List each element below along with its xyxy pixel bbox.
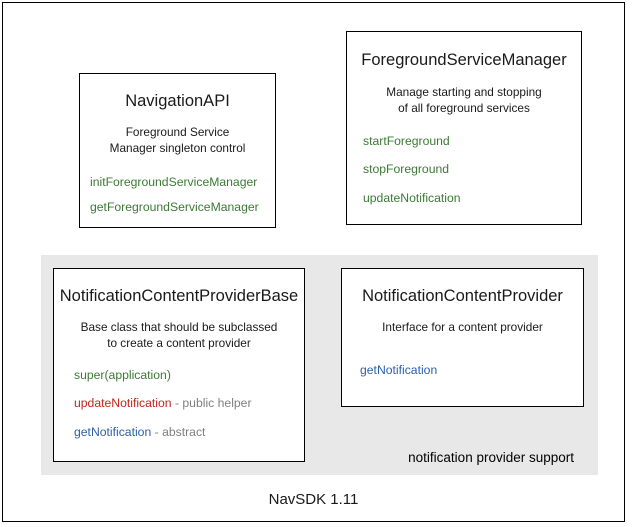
member-note: - abstract (151, 424, 206, 439)
class-box-navigation-api[interactable]: NavigationAPI Foreground Service Manager… (79, 73, 276, 228)
member-name: updateNotification (363, 190, 461, 205)
class-description-line-1: Base class that should be subclassed (80, 320, 278, 334)
member-list-notification-content-provider-base: super(application) updateNotification - … (54, 369, 304, 438)
class-title-notification-content-provider: NotificationContentProvider (362, 287, 563, 305)
class-title-navigation-api: NavigationAPI (125, 92, 230, 110)
diagram-caption: NavSDK 1.11 (268, 491, 359, 508)
member-name: getNotification (74, 424, 152, 439)
class-description-line-2: to create a content provider (107, 335, 251, 350)
member-name: getNotification (360, 362, 438, 377)
class-description-line-2: Manager singleton control (109, 140, 246, 155)
class-description-line-1: Manage starting and stopping (386, 85, 542, 99)
member-item[interactable]: getForegroundServiceManager (90, 201, 275, 213)
group-label-notification-provider-support: notification provider support (408, 450, 574, 465)
class-description-notification-content-provider-base: Base class that should be subclassed to … (54, 320, 304, 351)
class-box-foreground-service-manager[interactable]: ForegroundServiceManager Manage starting… (346, 31, 582, 225)
diagram-outer-frame: notification provider support Navigation… (2, 2, 625, 522)
class-description-line-1: Interface for a content provider (382, 320, 543, 334)
class-box-notification-content-provider[interactable]: NotificationContentProvider Interface fo… (341, 268, 584, 407)
class-description-notification-content-provider: Interface for a content provider (342, 320, 583, 336)
member-name: stopForeground (363, 162, 450, 177)
member-item[interactable]: super(application) (74, 369, 304, 381)
class-title-foreground-service-manager: ForegroundServiceManager (361, 51, 567, 69)
member-list-foreground-service-manager: startForeground stopForeground updateNot… (347, 135, 581, 204)
member-name: super(application) (74, 368, 171, 383)
member-item[interactable]: updateNotification (363, 190, 581, 205)
class-title-notification-content-provider-base: NotificationContentProviderBase (59, 287, 299, 305)
member-note: - public helper (171, 396, 252, 411)
class-box-notification-content-provider-base[interactable]: NotificationContentProviderBase Base cla… (53, 268, 305, 462)
class-description-navigation-api: Foreground Service Manager singleton con… (80, 125, 275, 156)
member-item[interactable]: getNotification (360, 362, 583, 377)
member-name: startForeground (363, 134, 450, 149)
member-name: updateNotification (74, 396, 172, 411)
member-name: getForegroundServiceManager (90, 200, 259, 215)
member-item[interactable]: initForegroundServiceManager (90, 176, 275, 188)
member-list-notification-content-provider: getNotification (342, 362, 583, 377)
member-item[interactable]: updateNotification - public helper (74, 397, 304, 409)
member-list-navigation-api: initForegroundServiceManager getForegrou… (80, 176, 275, 213)
member-item[interactable]: startForeground (363, 135, 581, 147)
class-description-foreground-service-manager: Manage starting and stopping of all fore… (347, 85, 581, 116)
class-description-line-2: of all foreground services (398, 100, 530, 115)
class-description-line-1: Foreground Service (125, 125, 230, 139)
member-item[interactable]: stopForeground (363, 163, 581, 175)
member-item[interactable]: getNotification - abstract (74, 424, 304, 439)
member-name: initForegroundServiceManager (90, 175, 258, 190)
